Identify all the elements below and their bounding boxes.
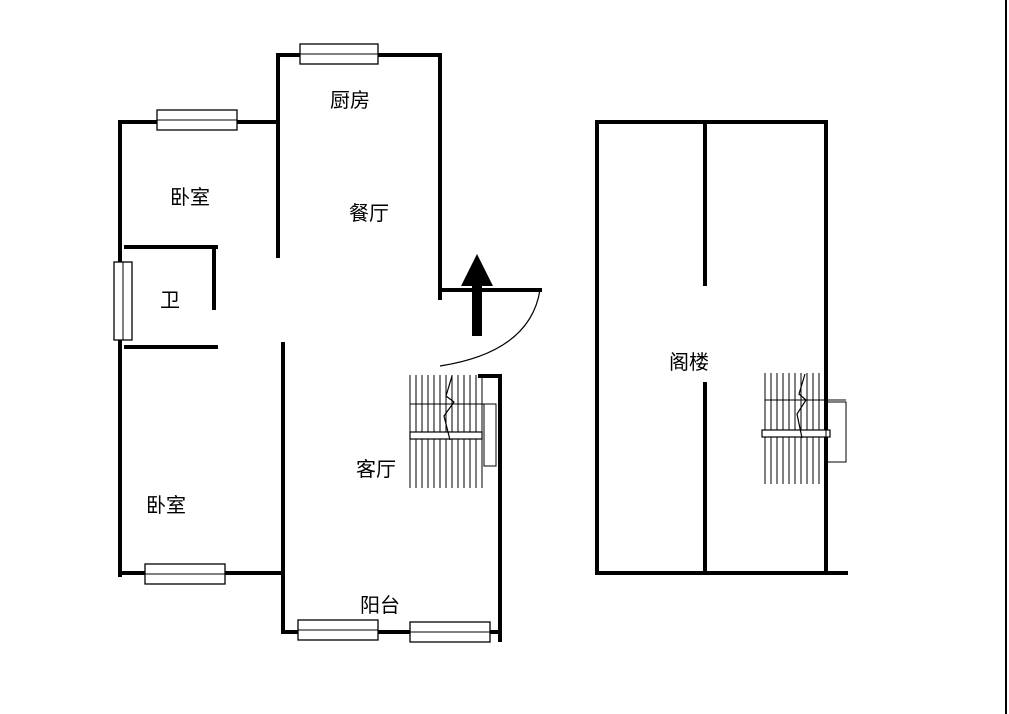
label-dining: 餐厅: [349, 201, 389, 225]
label-living: 客厅: [356, 457, 396, 481]
label-bathroom: 卫: [160, 288, 180, 312]
window-bedroom-bottom: [144, 563, 226, 585]
window-bedroom-top: [156, 109, 238, 131]
staircase-loft: [761, 373, 847, 484]
entrance-door-swing: [439, 289, 541, 367]
window-bathroom-left: [113, 261, 133, 341]
window-balcony-right: [409, 621, 491, 643]
up-arrow-icon: [461, 254, 493, 336]
loft-level-walls: [595, 120, 848, 575]
label-kitchen: 厨房: [330, 88, 370, 112]
staircase-main: [409, 375, 497, 488]
label-balcony: 阳台: [360, 593, 400, 617]
main-level-walls: [118, 53, 542, 642]
label-bedroom-2: 卧室: [146, 493, 186, 517]
label-bedroom-1: 卧室: [170, 185, 210, 209]
label-loft: 阁楼: [669, 350, 709, 374]
window-balcony-left: [297, 619, 379, 641]
window-kitchen-top: [299, 43, 379, 65]
